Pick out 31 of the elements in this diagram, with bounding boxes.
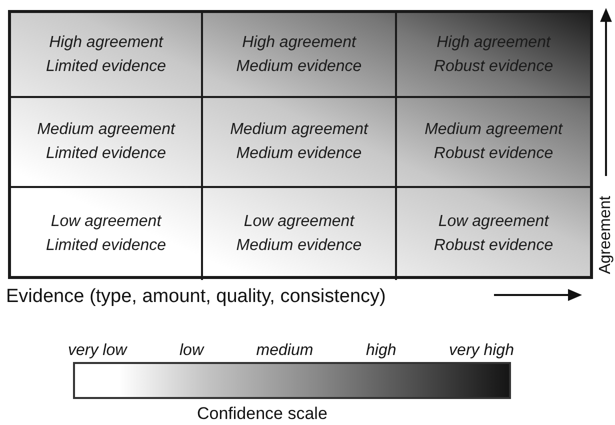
matrix-cell [203,13,397,98]
cell-text: Medium evidence [236,144,362,164]
cell-text: Low agreement [438,212,549,232]
cell-text: Low agreement [244,212,354,232]
matrix-cell [11,13,203,98]
cell-text: Medium agreement [230,120,368,140]
cell-text: Robust evidence [434,236,554,256]
scale-label: high [366,341,396,361]
axis-label: Agreement [596,196,615,274]
cell-text: Limited evidence [46,144,166,164]
scale-label: low [179,341,204,361]
confidence-scale-bar [73,362,511,399]
scale-label: very high [449,341,514,361]
cell-text: Medium evidence [236,236,362,256]
cell-text: High agreement [436,32,550,52]
cell-text: Low agreement [50,212,162,232]
cell-text: Robust evidence [434,144,554,164]
scale-label: very low [68,341,127,361]
cell-text: High agreement [49,32,163,52]
axis-label: Evidence (type, amount, quality, consistency) [6,285,386,309]
scale-title: Confidence scale [197,403,328,425]
scale-label: medium [256,341,314,361]
cell-text: Medium evidence [236,56,362,76]
matrix-cell [203,98,397,188]
cell-text: Medium agreement [424,120,562,140]
cell-text: Limited evidence [46,236,166,256]
cell-text: High agreement [242,32,356,52]
matrix-cell [11,98,203,188]
cell-text: Limited evidence [46,56,166,76]
cell-text: Medium agreement [37,120,175,140]
cell-text: Robust evidence [434,56,554,76]
